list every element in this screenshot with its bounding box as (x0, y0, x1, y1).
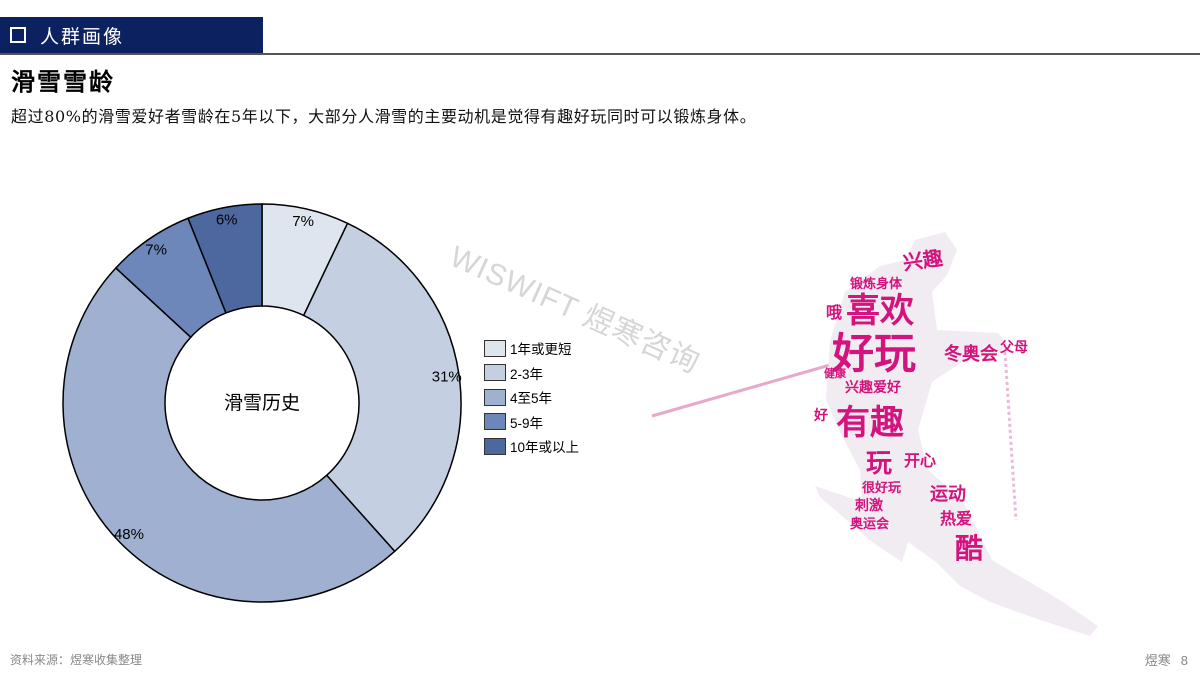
slice-label: 31% (432, 368, 462, 385)
word-cloud-word: 热爱 (940, 509, 972, 528)
slice-label: 48% (114, 526, 144, 543)
word-cloud-word: 好玩 (831, 329, 916, 378)
legend-label: 2-3年 (510, 366, 544, 382)
legend-label: 1年或更短 (510, 342, 572, 358)
legend-swatch (484, 437, 506, 455)
legend-label: 10年或以上 (510, 440, 580, 456)
legend-item: 1年或更短 (484, 336, 579, 361)
word-cloud-word: 奥运会 (850, 516, 890, 532)
word-cloud-word: 好 (813, 407, 828, 424)
donut-center-label: 滑雪历史 (224, 392, 300, 414)
source-note: 资料来源：煜寒收集整理 (10, 653, 143, 667)
skier-silhouette (815, 232, 1098, 636)
page-subtitle: 超过80%的滑雪爱好者雪龄在5年以下，大部分人滑雪的主要动机是觉得有趣好玩同时可… (11, 107, 757, 126)
slice-label: 7% (145, 241, 167, 258)
word-cloud-word: 刺激 (855, 497, 883, 514)
word-cloud-word: 哦 (826, 303, 842, 322)
slice-label: 7% (292, 213, 314, 230)
legend-label: 5-9年 (510, 415, 544, 431)
donut-slice (302, 222, 462, 553)
legend-item: 10年或以上 (484, 434, 579, 459)
slice-label: 6% (216, 212, 238, 229)
word-cloud-word: 父母 (999, 340, 1028, 356)
word-cloud-word: 玩 (866, 449, 892, 479)
legend-swatch (484, 388, 506, 406)
word-cloud-word: 酷 (955, 532, 983, 565)
brand-name: 煜寒 (1144, 653, 1171, 668)
page-number: 8 (1180, 653, 1188, 668)
legend-swatch (484, 364, 506, 382)
square-icon (10, 27, 26, 43)
word-cloud-word: 开心 (904, 451, 936, 470)
word-cloud-word: 冬奥会 (944, 343, 998, 365)
word-cloud-word: 有趣 (836, 403, 904, 443)
legend-item: 5-9年 (484, 410, 579, 435)
word-cloud-word: 喜欢 (846, 291, 914, 331)
donut-slice (187, 203, 263, 314)
legend-label: 4至5年 (510, 391, 553, 407)
word-cloud-word: 兴趣爱好 (845, 379, 901, 396)
legend-item: 2-3年 (484, 361, 579, 386)
footer-brand: 煜寒 8 (1135, 650, 1188, 669)
section-title: 人群画像 (40, 25, 125, 48)
word-cloud-word: 锻炼身体 (850, 276, 903, 292)
word-cloud-skier: 好玩喜欢有趣玩 兴趣冬奥会父母兴趣爱好开心运动热爱酷 哦锻炼身体刺激奥运会 很好玩 健康… (651, 232, 1098, 636)
section-header: 人群画像 (0, 17, 263, 53)
divider (0, 53, 1200, 55)
ski-pole-left (651, 363, 831, 418)
word-cloud-word: 健康 (824, 366, 847, 380)
donut-slice (62, 266, 396, 603)
word-cloud-word: 运动 (930, 484, 966, 505)
legend-item: 4至5年 (484, 385, 579, 410)
ski-pole-right (1003, 351, 1018, 521)
page-title: 滑雪雪龄 (11, 67, 115, 96)
chart-legend: 1年或更短 2-3年 4至5年 5-9年 10年或以上 (484, 336, 579, 459)
word-cloud-word: 很好玩 (862, 480, 901, 496)
word-cloud-word: 兴趣 (901, 245, 945, 274)
legend-swatch (484, 339, 506, 357)
legend-swatch (484, 413, 506, 431)
